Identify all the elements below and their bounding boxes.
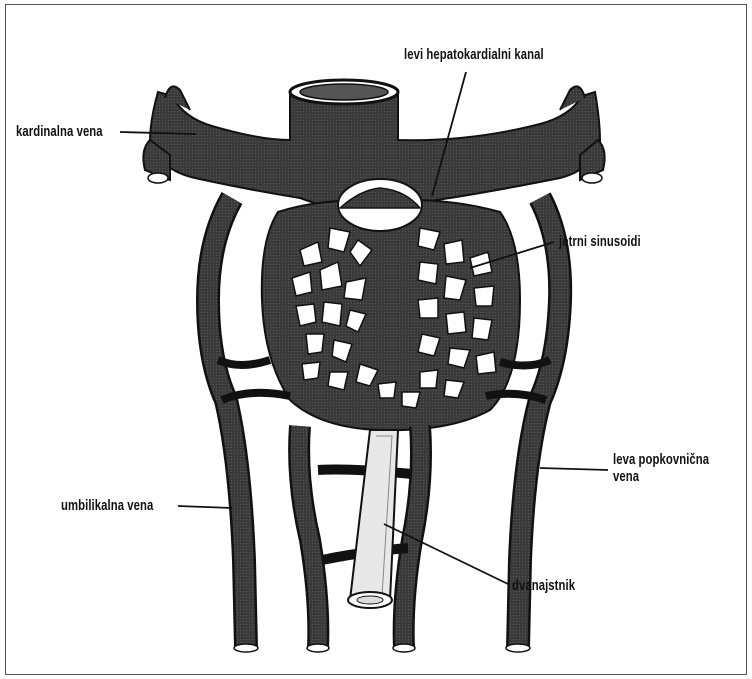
label-left-hepatocardiac-canal: levi hepatokardialni kanal [404, 47, 544, 63]
duodenum-tube [348, 430, 398, 608]
label-left-umbilical-vein: leva popkovnična vena [613, 452, 709, 486]
label-duodenum: dvanajstnik [512, 578, 575, 594]
label-left-umbilical-vein-line1: leva popkovnična [613, 452, 709, 469]
leader-umbilical [178, 506, 232, 508]
label-cardinal-vein: kardinalna vena [16, 124, 103, 140]
label-umbilical-vein: umbilikalna vena [61, 498, 153, 514]
leader-left-umbilical [540, 468, 608, 470]
label-left-umbilical-vein-line2: vena [613, 469, 709, 486]
label-liver-sinusoids: jetrni sinusoidi [559, 234, 641, 250]
